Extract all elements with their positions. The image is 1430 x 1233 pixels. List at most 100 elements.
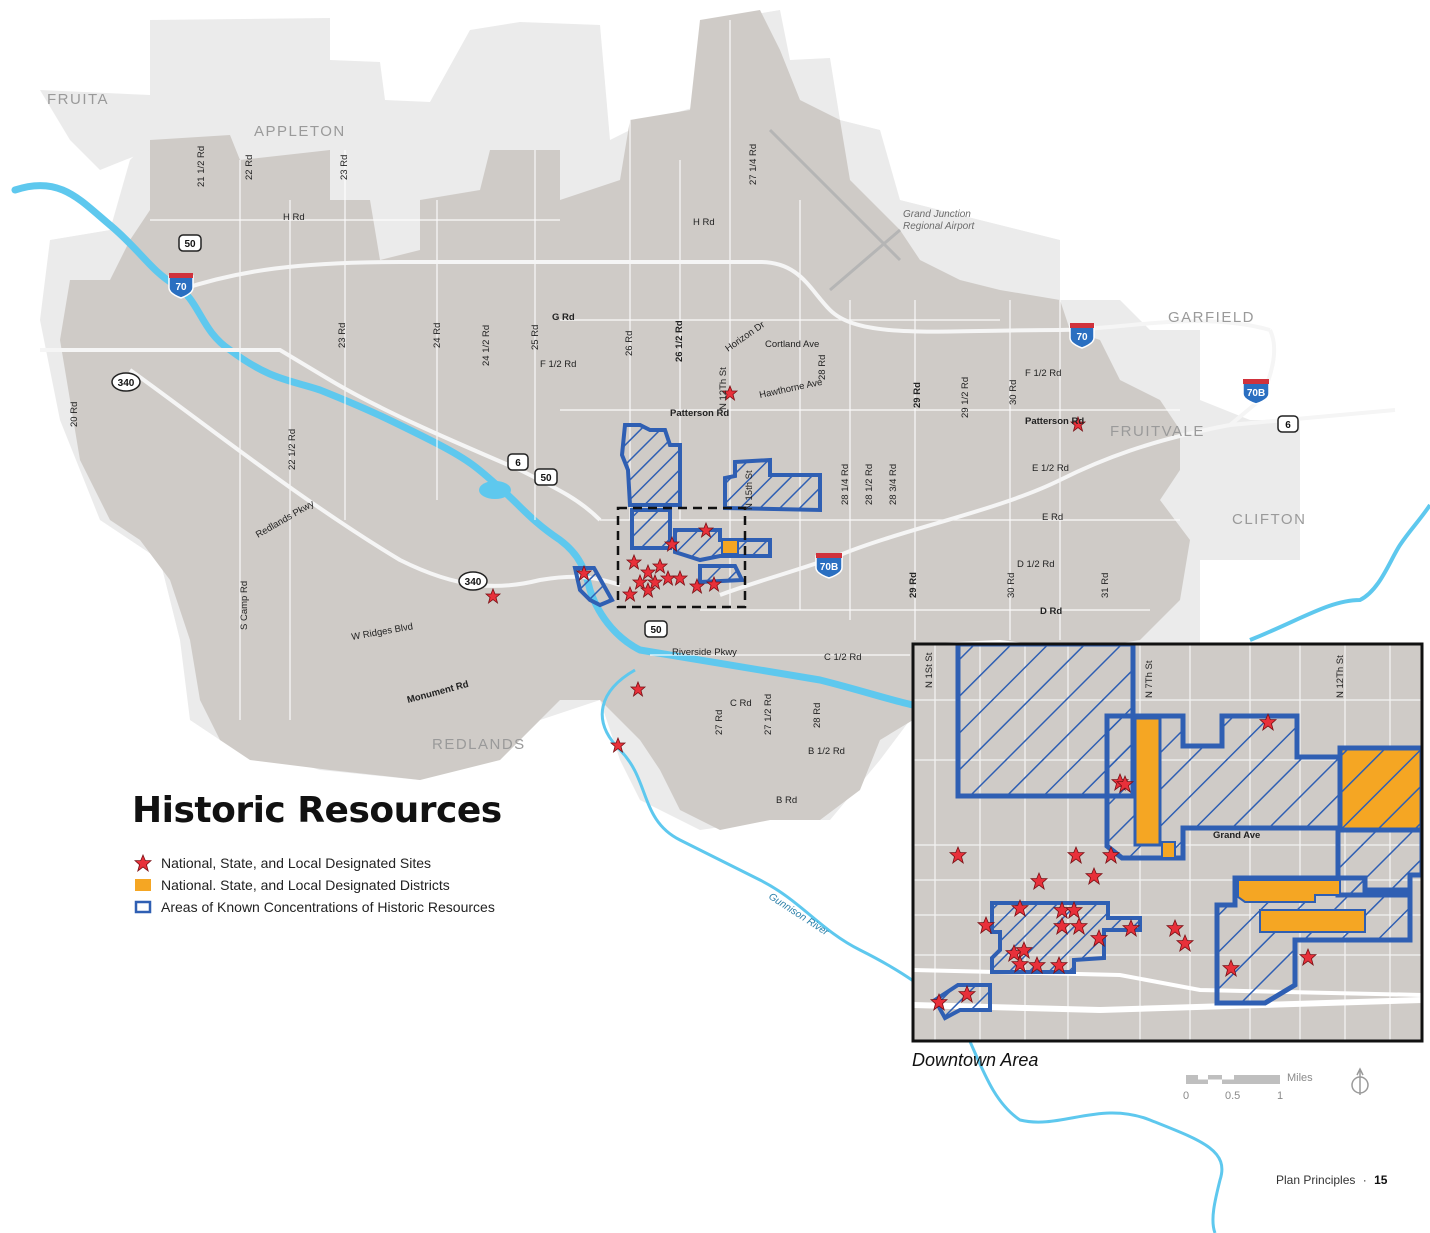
site-star-inset-15	[1121, 918, 1141, 938]
scale-unit: Miles	[1287, 1072, 1313, 1084]
airport-runways	[768, 128, 902, 292]
site-star-inset-12	[976, 915, 996, 935]
svg-text:70: 70	[175, 282, 187, 293]
site-star-inset-16	[1089, 928, 1109, 948]
road-label: C 1/2 Rd	[824, 652, 862, 663]
road-label: D Rd	[1040, 606, 1062, 617]
airport-label-2: Regional Airport	[903, 221, 976, 232]
road-label: 31 Rd	[1100, 573, 1111, 598]
svg-text:50: 50	[650, 625, 662, 636]
site-star-inset-17	[1165, 918, 1185, 938]
inset-street-label: Grand Ave	[1213, 830, 1260, 841]
road-label: D 1/2 Rd	[1017, 559, 1055, 570]
svg-text:340: 340	[118, 378, 135, 389]
road-label: Cortland Ave	[765, 339, 819, 350]
site-star-2	[1069, 415, 1087, 433]
road-label: H Rd	[693, 217, 715, 228]
state-340-shield-icon: 340	[111, 372, 141, 392]
road-label: 28 1/4 Rd	[840, 464, 851, 505]
map-legend: National, State, and Local Designated Si…	[133, 852, 495, 918]
site-star-inset-26	[957, 984, 977, 1004]
road-label: 20 Rd	[69, 402, 80, 427]
site-star-1	[721, 384, 739, 402]
site-star-inset-5	[1066, 845, 1086, 865]
site-star-inset-14	[1069, 916, 1089, 936]
svg-text:6: 6	[1285, 420, 1291, 431]
inset-street-label: N 12Th St	[1335, 655, 1346, 698]
road-label: B Rd	[776, 795, 797, 806]
svg-text:50: 50	[540, 473, 552, 484]
road-label: 28 3/4 Rd	[888, 464, 899, 505]
footer-separator: ·	[1362, 1173, 1367, 1187]
road-label: G Rd	[552, 312, 575, 323]
place-fruitvale: FRUITVALE	[1110, 423, 1205, 440]
business-70b-shield-icon: 70B	[815, 553, 843, 579]
site-star-3	[697, 521, 715, 539]
north-arrow-icon	[1351, 1067, 1369, 1095]
road-label: 22 Rd	[244, 155, 255, 180]
legend-label: National, State, and Local Designated Si…	[161, 855, 432, 871]
designated-sites-main	[484, 384, 1087, 754]
site-star-19	[609, 736, 627, 754]
site-star-inset-23	[1049, 955, 1069, 975]
legend-item-sites: National, State, and Local Designated Si…	[133, 852, 495, 874]
road-label: 25 Rd	[530, 325, 541, 350]
road-label: S Camp Rd	[239, 581, 250, 630]
footer-section: Plan Principles	[1276, 1173, 1356, 1187]
site-star-15	[705, 575, 723, 593]
us-6-shield-icon: 6	[507, 453, 529, 471]
road-label: 24 1/2 Rd	[481, 325, 492, 366]
road-label: 23 Rd	[337, 323, 348, 348]
interstate-70-shield-icon: 70	[1069, 323, 1095, 349]
road-label: 29 Rd	[908, 572, 919, 598]
road-label: N 15th St	[744, 470, 755, 510]
svg-text:70B: 70B	[820, 562, 838, 573]
site-star-16	[575, 564, 593, 582]
inset-caption: Downtown Area	[912, 1050, 1039, 1070]
road-label: 30 Rd	[1006, 573, 1017, 598]
scale-bar	[1186, 1075, 1280, 1084]
river-right	[1249, 503, 1430, 642]
inset-street-label: N 1St St	[924, 652, 935, 688]
site-star-inset-27	[929, 992, 949, 1012]
road-label: 28 Rd	[817, 355, 828, 380]
site-star-inset-21	[1010, 954, 1030, 974]
us-6-shield-icon: 6	[1277, 415, 1299, 433]
gunnison-river-label: Gunnison River	[766, 891, 830, 938]
site-star-13	[621, 585, 639, 603]
svg-text:70: 70	[1076, 332, 1088, 343]
road-network	[150, 20, 1180, 720]
road-label: 29 1/2 Rd	[960, 377, 971, 418]
site-star-4	[663, 535, 681, 553]
site-star-inset-9	[1010, 898, 1030, 918]
road-label: N 12Th St	[718, 367, 729, 410]
interstate-70-shield-icon: 70	[168, 273, 194, 299]
svg-text:50: 50	[184, 239, 196, 250]
road-label: Patterson Rd	[1025, 416, 1084, 427]
site-star-inset-18	[1175, 933, 1195, 953]
road-label: 30 Rd	[1008, 380, 1019, 405]
site-star-inset-25	[1298, 947, 1318, 967]
scale-tick: 0.5	[1225, 1090, 1241, 1102]
road-label: Riverside Pkwy	[672, 647, 737, 658]
site-star-6	[639, 563, 657, 581]
road-label: C Rd	[730, 698, 752, 709]
site-star-inset-11	[1064, 900, 1084, 920]
site-star-5	[625, 553, 643, 571]
road-label: Patterson Rd	[670, 408, 729, 419]
downtown-inset-map: N 1St St N 7Th St N 12Th St Grand Ave	[911, 642, 1424, 1043]
site-star-inset-22	[1027, 955, 1047, 975]
svg-text:70B: 70B	[1247, 388, 1265, 399]
site-star-inset-13	[1052, 916, 1072, 936]
legend-item-concentrations: Areas of Known Concentrations of Histori…	[133, 896, 495, 918]
blue-outline-icon	[133, 899, 153, 915]
legend-label: Areas of Known Concentrations of Histori…	[161, 899, 495, 915]
inset-extent-box	[616, 506, 747, 609]
road-label: 27 1/2 Rd	[763, 694, 774, 735]
svg-text:340: 340	[465, 577, 482, 588]
site-star-8	[631, 573, 649, 591]
business-70b-shield-icon: 70B	[1242, 379, 1270, 405]
state-340-shield-icon: 340	[458, 571, 488, 591]
outer-area-west	[40, 90, 150, 170]
